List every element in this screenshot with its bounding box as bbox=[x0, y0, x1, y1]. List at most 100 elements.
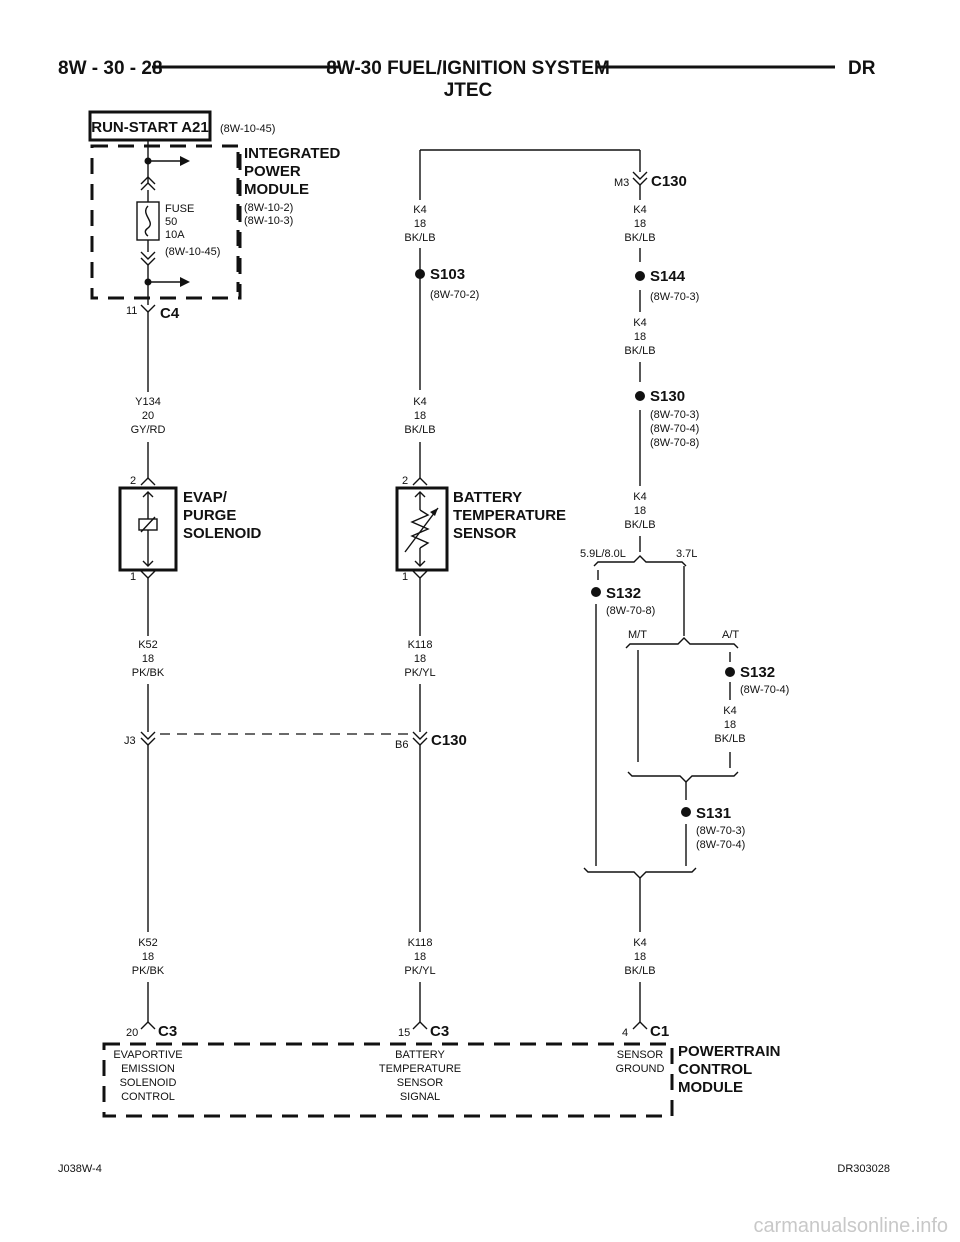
wire-gauge: 18 bbox=[142, 653, 154, 665]
connector-chevron-icon bbox=[140, 477, 156, 486]
pcm-pin-bts-4: SIGNAL bbox=[400, 1091, 440, 1103]
wire-color: BK/LB bbox=[624, 345, 655, 357]
pcm-pin-gnd-1: SENSOR bbox=[617, 1049, 664, 1061]
evap-name-2: PURGE bbox=[183, 507, 236, 524]
c130-mid-label: C130 bbox=[431, 732, 467, 749]
s130-ref-2: (8W-70-4) bbox=[650, 423, 699, 435]
evap-solenoid-box bbox=[118, 486, 178, 572]
arrow-right-icon bbox=[180, 277, 190, 287]
connector-chevron-icon bbox=[140, 176, 156, 191]
wire-gauge: 20 bbox=[142, 410, 154, 422]
splice-dot-icon bbox=[635, 271, 645, 281]
wire-color: BK/LB bbox=[624, 519, 655, 531]
pcm-pin-20: 20 bbox=[126, 1027, 138, 1039]
wire-circuit: K4 bbox=[633, 204, 646, 216]
s132a-ref: (8W-70-8) bbox=[606, 605, 655, 617]
s131-ref-2: (8W-70-4) bbox=[696, 839, 745, 851]
pcm-pin-gnd-2: GROUND bbox=[616, 1063, 665, 1075]
option-trans-right: A/T bbox=[722, 629, 739, 641]
arrow-right-icon bbox=[180, 156, 190, 166]
fuse-label-1: FUSE bbox=[165, 203, 194, 215]
watermark: carmanualsonline.info bbox=[753, 1215, 948, 1237]
pcm-pin-evap-1: EVAPORTIVE bbox=[113, 1049, 182, 1061]
wire-label-k4-bottom: K4 18 BK/LB bbox=[624, 937, 655, 977]
s103-ref: (8W-70-2) bbox=[430, 289, 479, 301]
wire-gauge: 18 bbox=[142, 951, 154, 963]
wire-circuit: K4 bbox=[633, 937, 646, 949]
wire-label-k4-r2: K4 18 BK/LB bbox=[624, 317, 655, 357]
wire-gauge: 18 bbox=[724, 719, 736, 731]
wire-gauge: 18 bbox=[414, 653, 426, 665]
battery-temperature-sensor: 2 BATTERY TEMPERATURE SENSOR 1 bbox=[395, 475, 566, 583]
s130-ref-3: (8W-70-8) bbox=[650, 437, 699, 449]
ipm-name-3: MODULE bbox=[244, 181, 309, 198]
splice-dot-icon bbox=[681, 807, 691, 817]
wire-circuit: K4 bbox=[723, 705, 736, 717]
pcm-pin-evap-4: CONTROL bbox=[121, 1091, 175, 1103]
ipm-name-2: POWER bbox=[244, 163, 301, 180]
trans-option-split: M/T A/T bbox=[625, 629, 739, 762]
splice-s132-a: S132 (8W-70-8) bbox=[591, 585, 655, 617]
page-subtitle: JTEC bbox=[444, 80, 493, 101]
wire-label-k4-mid-left: K4 18 BK/LB bbox=[404, 396, 435, 436]
wire-color: PK/BK bbox=[132, 965, 165, 977]
page-ref: 8W - 30 - 28 bbox=[58, 58, 163, 79]
fuse-label-4: (8W-10-45) bbox=[165, 246, 220, 258]
wire-label-k118-upper: K118 18 PK/YL bbox=[404, 639, 435, 679]
wire-color: GY/RD bbox=[131, 424, 166, 436]
wire-color: PK/YL bbox=[404, 667, 435, 679]
pcm-outline bbox=[102, 1042, 674, 1118]
evap-terminal-icon bbox=[142, 491, 154, 567]
s144-ref: (8W-70-3) bbox=[650, 291, 699, 303]
connector-c130-mid: J3 B6 C130 bbox=[124, 731, 467, 751]
wire-gauge: 18 bbox=[634, 505, 646, 517]
c4-pin: 11 bbox=[126, 305, 137, 317]
pcm-c3-mid-label: C3 bbox=[430, 1023, 449, 1040]
wire-color: PK/BK bbox=[132, 667, 165, 679]
c130-top-label: C130 bbox=[651, 173, 687, 190]
page-title: 8W-30 FUEL/IGNITION SYSTEM bbox=[326, 58, 610, 79]
ipm-ref-1: (8W-10-2) bbox=[244, 202, 293, 214]
wire-circuit: K4 bbox=[633, 317, 646, 329]
thermistor-icon bbox=[410, 509, 430, 549]
run-start-box bbox=[88, 110, 212, 142]
ipm-ref-2: (8W-10-3) bbox=[244, 215, 293, 227]
splice-s130: S130 (8W-70-3) (8W-70-4) (8W-70-8) bbox=[635, 388, 699, 449]
wire-circuit: K4 bbox=[413, 204, 426, 216]
s132b-ref: (8W-70-4) bbox=[740, 684, 789, 696]
wire-circuit: K4 bbox=[633, 491, 646, 503]
splice-dot-icon bbox=[415, 269, 425, 279]
c130-top-pin: M3 bbox=[614, 177, 629, 189]
wire-color: BK/LB bbox=[404, 424, 435, 436]
connector-chevron-icon bbox=[140, 251, 156, 266]
wire-color: BK/LB bbox=[714, 733, 745, 745]
connector-chevron-icon bbox=[632, 1021, 648, 1030]
evap-name-3: SOLENOID bbox=[183, 525, 262, 542]
thermistor-arrow-line bbox=[404, 507, 439, 553]
powertrain-control-module: POWERTRAIN CONTROL MODULE EVAPORTIVE EMI… bbox=[102, 1042, 781, 1118]
splice-dot-icon bbox=[591, 587, 601, 597]
option-bracket bbox=[593, 555, 687, 567]
wire-label-k52-lower: K52 18 PK/BK bbox=[132, 937, 165, 977]
wire-label-k4-top-left: K4 18 BK/LB bbox=[404, 204, 435, 244]
c130-pin-b6: B6 bbox=[395, 739, 408, 751]
connector-chevron-icon bbox=[140, 1021, 156, 1030]
c130-pin-j3: J3 bbox=[124, 735, 136, 747]
splice-s131: S131 (8W-70-3) (8W-70-4) bbox=[681, 805, 745, 851]
wire-label-k4-r1: K4 18 BK/LB bbox=[624, 204, 655, 244]
wire-circuit: K52 bbox=[138, 937, 158, 949]
wire-gauge: 18 bbox=[634, 218, 646, 230]
engine-join-bracket bbox=[583, 867, 697, 879]
c4-label: C4 bbox=[160, 305, 180, 322]
wire-color: BK/LB bbox=[624, 232, 655, 244]
connector-chevron-icon bbox=[412, 477, 428, 486]
s103-label: S103 bbox=[430, 266, 465, 283]
option-trans-left: M/T bbox=[628, 629, 647, 641]
bts-pin-top: 2 bbox=[402, 475, 408, 487]
s132a-label: S132 bbox=[606, 585, 641, 602]
pcm-pin-evap-2: EMISSION bbox=[121, 1063, 175, 1075]
pcm-name-1: POWERTRAIN bbox=[678, 1043, 781, 1060]
pcm-pin-bts-2: TEMPERATURE bbox=[379, 1063, 461, 1075]
wire-gauge: 18 bbox=[414, 218, 426, 230]
